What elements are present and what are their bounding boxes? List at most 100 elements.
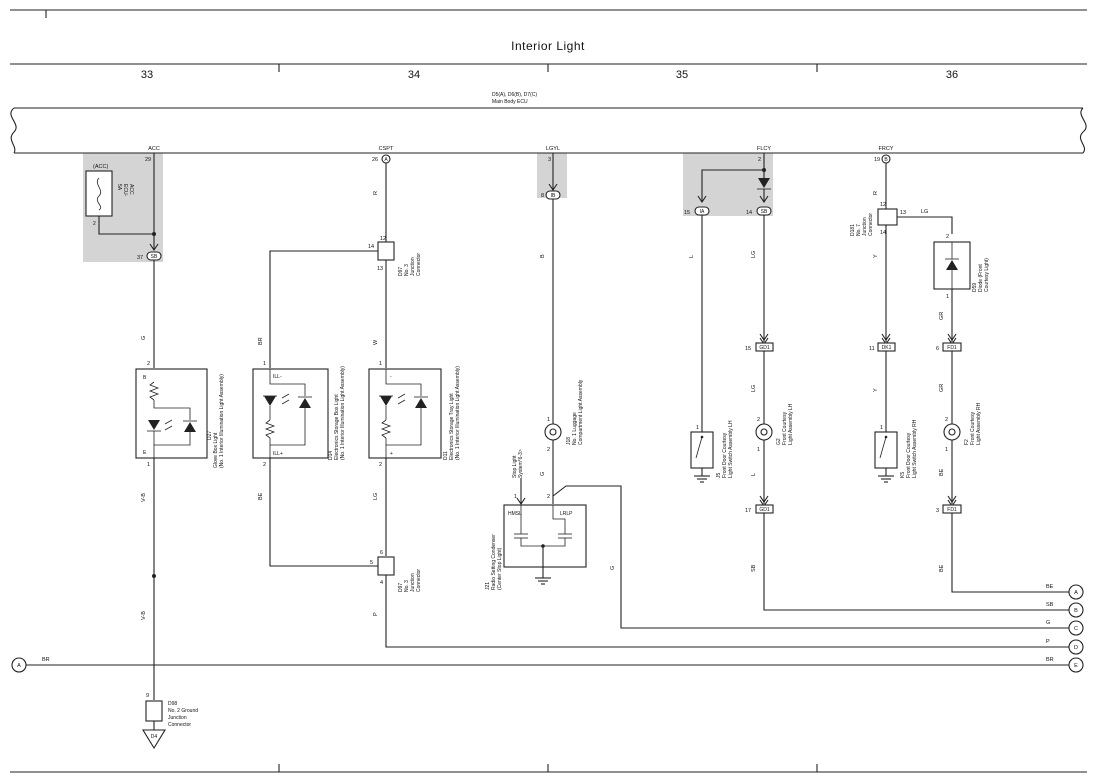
svg-text:1: 1 bbox=[263, 361, 266, 367]
d98-pin-9: 9 bbox=[146, 693, 149, 699]
svg-text:14: 14 bbox=[368, 244, 374, 250]
svg-text:Front Door Courtesy: Front Door Courtesy bbox=[906, 432, 912, 478]
term-lgyl: LGYL bbox=[546, 146, 560, 152]
svg-text:Courtesy Light): Courtesy Light) bbox=[984, 258, 990, 292]
wire-p-bus: P bbox=[1046, 639, 1050, 645]
svg-text:IA: IA bbox=[700, 209, 705, 215]
svg-text:System*6-3>: System*6-3> bbox=[518, 449, 524, 478]
svg-text:Front Courtesy: Front Courtesy bbox=[782, 411, 788, 445]
svg-text:F2: F2 bbox=[964, 439, 970, 445]
offpage-d bbox=[1068, 639, 1084, 655]
d14-diode-icon bbox=[299, 398, 311, 408]
pin-37: 37 bbox=[137, 255, 143, 261]
ground-icon bbox=[142, 729, 166, 750]
d98-name: No. 2 Ground bbox=[168, 708, 198, 714]
d27-id: D27 bbox=[207, 431, 213, 440]
svg-text:12: 12 bbox=[380, 236, 386, 242]
d11-led-icon bbox=[380, 396, 392, 406]
svg-text:2: 2 bbox=[547, 447, 550, 453]
wire-br-1: BR bbox=[258, 337, 264, 345]
d27-led-icon bbox=[148, 420, 160, 430]
ground-junction-d98: 9 D4 D98 No. 2 Ground Junction Connector bbox=[142, 693, 198, 750]
svg-text:Connector: Connector bbox=[416, 253, 422, 276]
svg-text:6: 6 bbox=[380, 550, 383, 556]
svg-text:3: 3 bbox=[936, 508, 939, 514]
d181-junction bbox=[877, 208, 898, 226]
svg-text:2: 2 bbox=[945, 417, 948, 423]
svg-text:A: A bbox=[1074, 590, 1078, 596]
ecu-connectors: D5(A), D6(B), D7(C) bbox=[492, 92, 537, 98]
svg-text:K5: K5 bbox=[900, 472, 906, 478]
svg-text:3: 3 bbox=[548, 157, 551, 163]
j18-bulb-icon bbox=[549, 428, 557, 436]
svg-text:15: 15 bbox=[745, 346, 751, 352]
svg-text:GD1: GD1 bbox=[759, 345, 770, 351]
svg-text:(No. 1 Interior Illumination L: (No. 1 Interior Illumination Light Assem… bbox=[340, 366, 346, 460]
frcy-circuit: 19 B R 12 13 14 D181 No. 7 Junction Conn… bbox=[850, 154, 1069, 593]
svg-text:D181: D181 bbox=[850, 224, 856, 236]
svg-text:6: 6 bbox=[936, 346, 939, 352]
flcy-circuit: 2 15 IA 14 SB L LG 15 GD1 LG 1 bbox=[684, 153, 1069, 611]
wire-gr-1: GR bbox=[939, 312, 945, 320]
svg-text:FD1: FD1 bbox=[947, 345, 957, 351]
d14-led-icon bbox=[264, 396, 276, 406]
footer-frame bbox=[10, 764, 1087, 773]
pin-29: 29 bbox=[145, 157, 151, 163]
acc-circuit: 29 (ACC) 5A ECU- ACC 2 37 SB G 2 B E 1 D… bbox=[85, 153, 225, 700]
svg-text:E: E bbox=[1074, 663, 1078, 669]
term-cspt: CSPT bbox=[379, 146, 394, 152]
svg-text:C: C bbox=[1074, 626, 1078, 632]
wire-vb-2: V-B bbox=[141, 611, 147, 620]
offpage-a bbox=[1068, 584, 1084, 600]
wire-g-3: G bbox=[610, 566, 616, 570]
wire-lg-3: LG bbox=[751, 385, 757, 392]
d98-sub2: Connector bbox=[168, 722, 191, 728]
wire-lg-1: LG bbox=[373, 493, 379, 500]
diagram-title: Interior Light bbox=[511, 39, 585, 53]
svg-text:J18: J18 bbox=[566, 437, 572, 445]
d27-glove-box-light bbox=[135, 368, 208, 459]
svg-text:Junction: Junction bbox=[862, 217, 868, 236]
wire-br-bus-right: BR bbox=[1046, 657, 1054, 663]
svg-text:B: B bbox=[1074, 608, 1078, 614]
svg-text:1: 1 bbox=[945, 447, 948, 453]
svg-text:Electronics Storage Tray Light: Electronics Storage Tray Light bbox=[449, 393, 455, 460]
wire-p-1: P bbox=[373, 612, 379, 616]
svg-text:Light Assembly LH: Light Assembly LH bbox=[788, 403, 794, 445]
svg-text:+: + bbox=[390, 451, 393, 457]
lgyl-circuit: 3 8 IB B 1 2 J18 No. 1 Luggage Compartme… bbox=[485, 153, 1069, 629]
term-flcy: FLCY bbox=[757, 146, 771, 152]
d98-sub1: Junction bbox=[168, 715, 187, 721]
svg-text:No. 7: No. 7 bbox=[856, 224, 862, 236]
svg-text:2: 2 bbox=[758, 157, 761, 163]
svg-text:2: 2 bbox=[547, 494, 550, 500]
svg-text:D4: D4 bbox=[151, 734, 158, 740]
svg-text:-: - bbox=[390, 374, 392, 380]
svg-text:SB: SB bbox=[151, 254, 158, 260]
wire-g-2: G bbox=[540, 472, 546, 476]
svg-text:Front Courtesy: Front Courtesy bbox=[970, 411, 976, 445]
svg-text:A: A bbox=[384, 157, 388, 163]
offpage-left-a bbox=[11, 657, 27, 673]
svg-text:LRLP: LRLP bbox=[560, 511, 573, 517]
svg-text:Junction: Junction bbox=[410, 573, 416, 592]
svg-text:1: 1 bbox=[514, 494, 517, 500]
svg-text:1: 1 bbox=[757, 447, 760, 453]
wire-w-1: W bbox=[373, 339, 379, 345]
wire-be-1: BE bbox=[258, 492, 264, 500]
fuse-name-3: ACC bbox=[128, 184, 134, 195]
wire-sb-bus: SB bbox=[1046, 602, 1054, 608]
svg-text:ILL-: ILL- bbox=[273, 374, 282, 380]
svg-text:DK1: DK1 bbox=[882, 345, 892, 351]
svg-text:(Center Stop Light): (Center Stop Light) bbox=[497, 547, 503, 590]
svg-text:No. 3: No. 3 bbox=[404, 580, 410, 592]
fuse-name-1: 5A bbox=[116, 184, 122, 191]
svg-text:No. 3: No. 3 bbox=[404, 264, 410, 276]
offpage-c bbox=[1068, 620, 1084, 636]
wire-gr-2: GR bbox=[939, 384, 945, 392]
svg-text:Connector: Connector bbox=[416, 569, 422, 592]
fuse-tag: (ACC) bbox=[93, 164, 108, 170]
svg-text:No. 1 Luggage: No. 1 Luggage bbox=[572, 412, 578, 445]
column-35: 35 bbox=[676, 69, 688, 81]
